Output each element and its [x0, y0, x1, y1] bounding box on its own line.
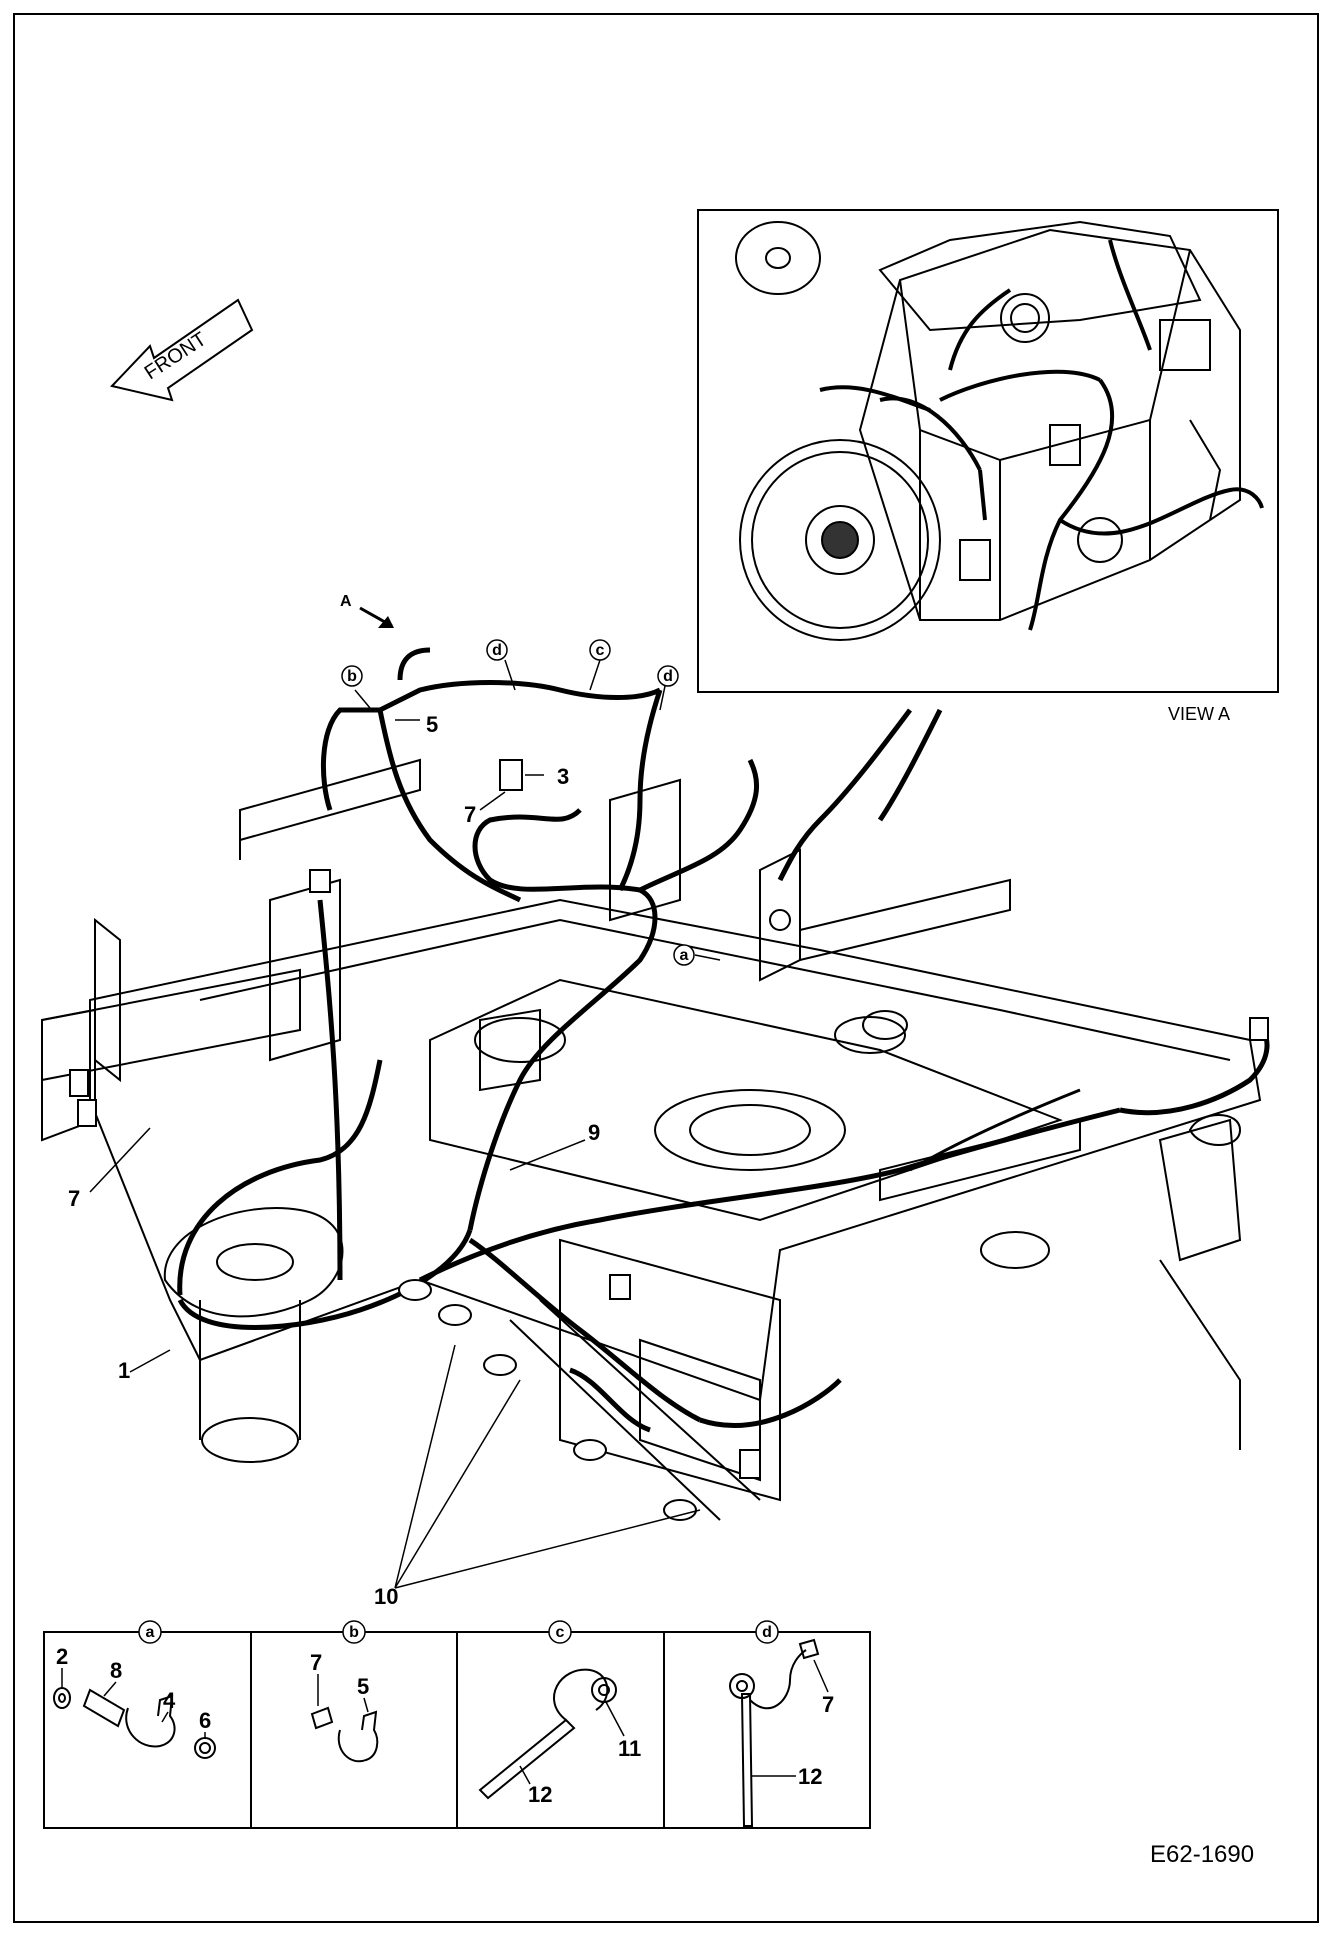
engine-illustration	[735, 220, 1264, 641]
callout-5: 5	[426, 712, 438, 737]
detail-a-item-4: 4	[163, 1688, 176, 1713]
detail-b-item-7: 7	[310, 1650, 322, 1675]
svg-text:a: a	[680, 947, 689, 964]
svg-text:b: b	[347, 668, 357, 685]
detail-a-marker: a	[146, 1624, 155, 1641]
detail-marker-b-top: b	[341, 665, 363, 687]
svg-text:d: d	[492, 642, 502, 659]
detail-d-item-7: 7	[822, 1692, 834, 1717]
detail-a: a 2 8 4 6	[53, 1620, 216, 1759]
detail-b-item-5: 5	[357, 1674, 369, 1699]
detail-d-marker: d	[762, 1624, 772, 1641]
inset-view-a: VIEW A	[697, 209, 1279, 724]
callout-1: 1	[118, 1358, 130, 1383]
leader-lines	[89, 659, 721, 1589]
front-arrow-icon: FRONT	[110, 298, 254, 402]
drawing-code: E62-1690	[1150, 1841, 1254, 1868]
callout-10: 10	[374, 1584, 398, 1609]
callout-numbers: 1 3 5 7 7 9 10	[68, 712, 600, 1609]
detail-b-marker: b	[349, 1624, 359, 1641]
callout-9: 9	[588, 1120, 600, 1145]
detail-c-item-12: 12	[528, 1782, 552, 1807]
inset-caption: VIEW A	[1168, 704, 1230, 724]
view-a-arrow-label: A	[340, 593, 352, 610]
drawing-border	[13, 13, 1319, 1923]
view-a-arrow: A	[340, 593, 394, 628]
wire-harness	[177, 647, 1270, 1433]
pipe-clamps	[398, 1279, 697, 1521]
detail-c-parts	[478, 1668, 617, 1800]
callout-3: 3	[557, 764, 569, 789]
svg-text:d: d	[663, 668, 673, 685]
detail-b-parts	[310, 1706, 379, 1763]
detail-marker-a-mid: a	[673, 944, 695, 966]
detail-panel: a 2 8 4 6 b	[43, 1620, 871, 1829]
detail-a-item-2: 2	[56, 1644, 68, 1669]
detail-a-item-6: 6	[199, 1708, 211, 1733]
detail-d-item-12: 12	[798, 1764, 822, 1789]
detail-c: c 11 12	[478, 1620, 641, 1807]
detail-marker-d-top-1: d	[486, 639, 508, 661]
svg-text:c: c	[596, 642, 605, 659]
detail-d: d 7 12	[729, 1620, 834, 1827]
callout-7-top: 7	[464, 802, 476, 827]
detail-a-item-8: 8	[110, 1658, 122, 1683]
detail-c-marker: c	[556, 1624, 565, 1641]
detail-marker-c-top: c	[589, 639, 611, 661]
connectors	[69, 759, 1269, 1479]
detail-markers: b d c d a	[341, 639, 695, 966]
detail-marker-d-top-2: d	[657, 665, 679, 687]
detail-c-item-11: 11	[618, 1736, 641, 1761]
detail-d-parts	[729, 1638, 820, 1827]
detail-b: b 7 5	[310, 1620, 379, 1763]
callout-7-left: 7	[68, 1186, 80, 1211]
upper-frame-assembly	[41, 758, 1262, 1521]
